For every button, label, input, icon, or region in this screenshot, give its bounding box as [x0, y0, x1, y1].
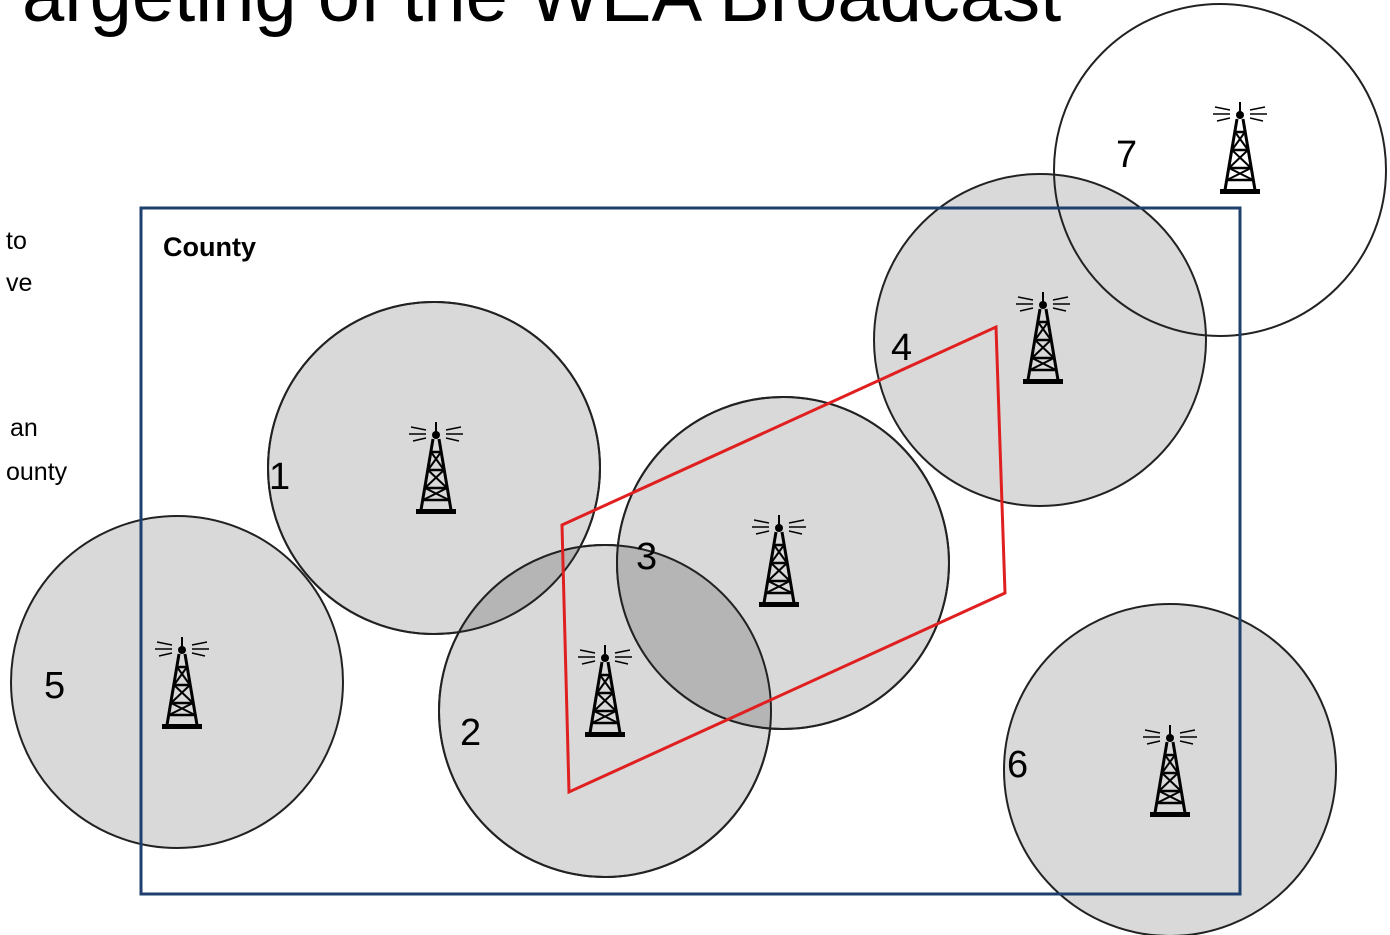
coverage-area-7	[1053, 3, 1387, 337]
cell-number-5: 5	[44, 665, 65, 707]
cell-number-6: 6	[1007, 744, 1028, 786]
target-alert-area	[560, 324, 1007, 795]
side-text-line: to	[6, 227, 27, 255]
cell-number-7: 7	[1116, 134, 1137, 176]
side-text-line: an	[10, 414, 38, 442]
side-text-line: ve	[6, 269, 33, 297]
side-text-line: ounty	[6, 458, 68, 486]
overlap-area	[617, 545, 771, 729]
coverage-area-6	[1003, 603, 1337, 935]
slide-title: argeting of the WEA Broadcast	[22, 0, 1061, 34]
cell-number-2: 2	[460, 712, 481, 754]
county-boundary	[139, 206, 1242, 896]
cell-tower-icon	[1211, 100, 1269, 196]
cell-number-4: 4	[891, 327, 912, 369]
cell-number-3: 3	[636, 536, 657, 578]
county-label: County	[163, 232, 256, 262]
cell-number-1: 1	[269, 456, 290, 498]
